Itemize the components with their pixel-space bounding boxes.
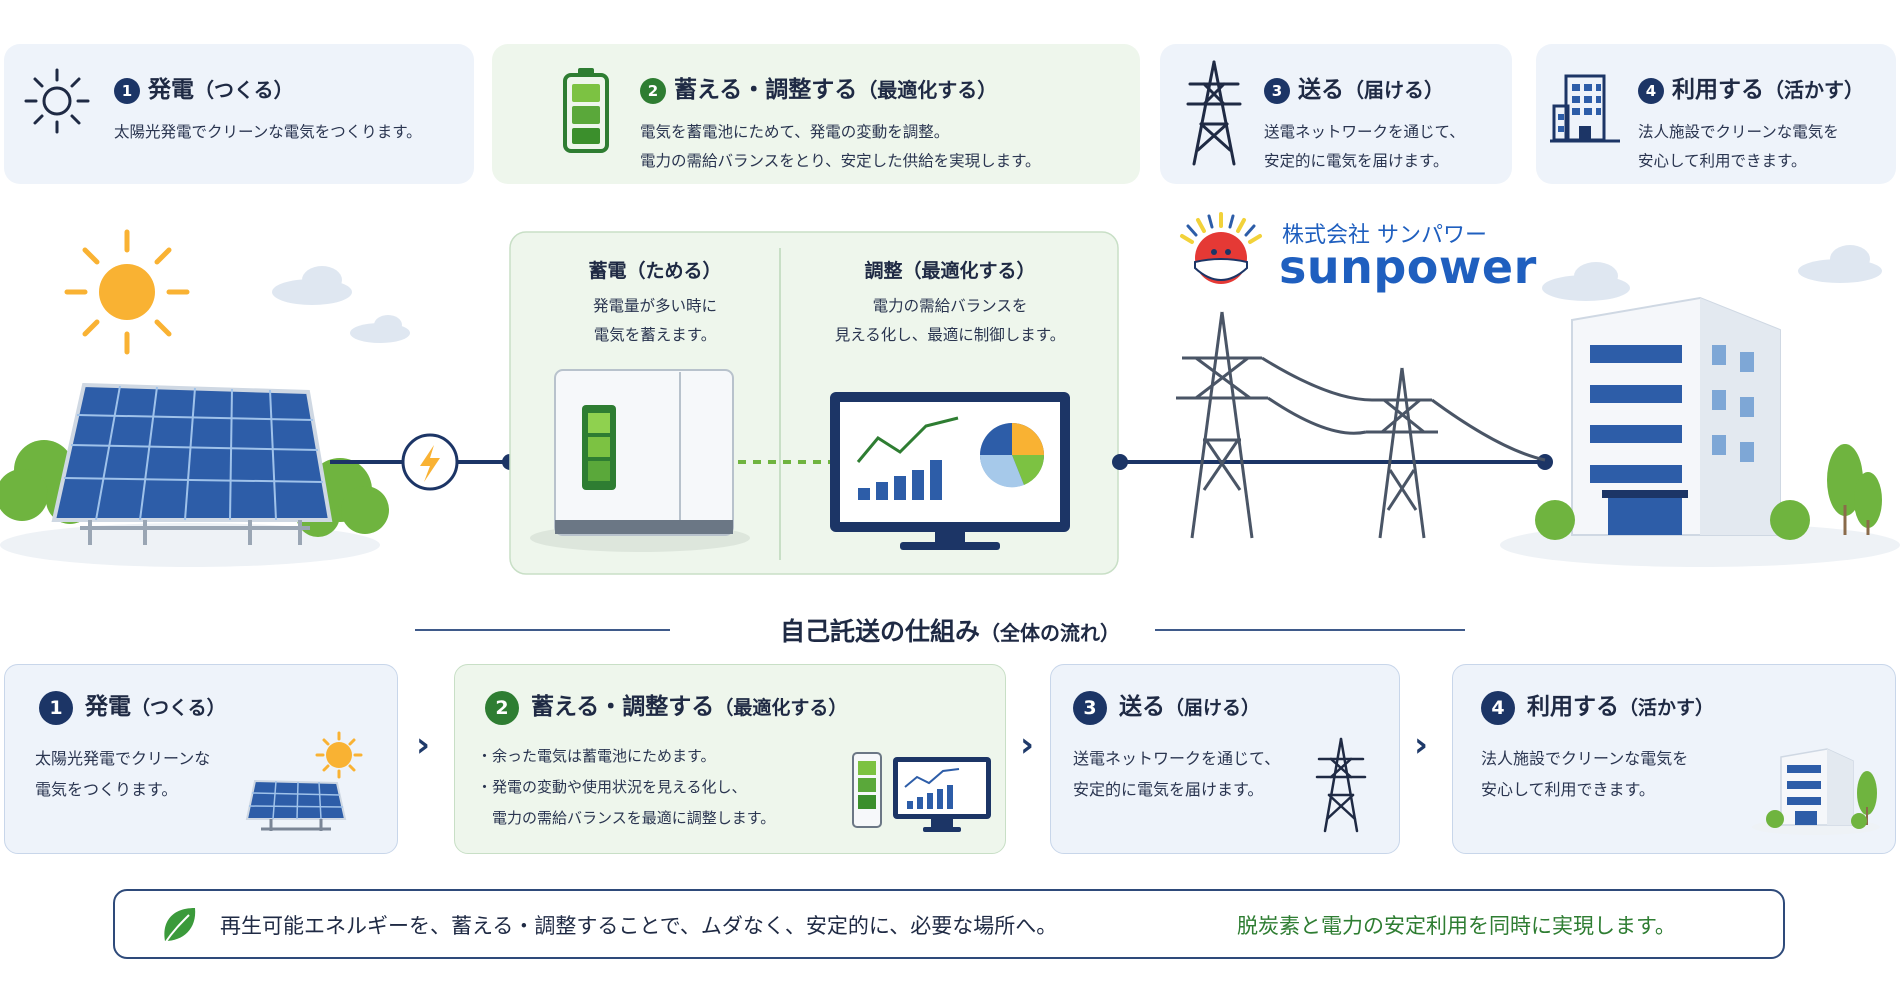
step-number-badge: 1: [39, 690, 73, 725]
bottom-step-1-desc: 太陽光発電でクリーンな 電気をつくります。: [35, 749, 211, 799]
step-number-badge: 2: [485, 690, 519, 725]
leaf-icon: [164, 908, 196, 944]
battery-icon: [563, 68, 609, 153]
flow-arrow-1: ›: [416, 725, 431, 765]
solar-panel-small-icon: [245, 731, 363, 831]
top-step-3-desc: 送電ネットワークを通じて、 安定的に電気を届けます。: [1264, 123, 1465, 170]
storage-title: 蓄電（ためる）: [588, 260, 722, 282]
transmission-tower-small-icon: [1315, 737, 1367, 833]
sun-illustration: [64, 229, 190, 355]
step-number-badge: 3: [1264, 77, 1290, 104]
bottom-step-2-desc: ・余った電気は蓄電池にためます。 ・発電の変動や使用状況を見える化し、 電力の需…: [477, 747, 776, 827]
adjust-title: 調整（最適化する）: [864, 260, 1036, 282]
transmission-towers-illustration: [1176, 311, 1546, 539]
flow-arrow-3: ›: [1414, 725, 1429, 765]
flow-title: 自己託送の仕組み（全体の流れ）: [779, 617, 1120, 646]
footer-text: 再生可能エネルギーを、蓄える・調整することで、ムダなく、安定的に、必要な場所へ。: [220, 914, 1058, 938]
step-number-badge: 2: [640, 77, 666, 104]
footer-highlight-text: 脱炭素と電力の安定利用を同時に実現します。: [1237, 914, 1676, 938]
main-illustration: [0, 229, 1900, 575]
storage-desc: 発電量が多い時に 電気を蓄えます。: [592, 297, 717, 344]
logo-company-name-jp: 株式会社 サンパワー: [1282, 223, 1487, 248]
battery-monitor-small-icon: [852, 752, 991, 832]
top-step-4-desc: 法人施設でクリーンな電気を 安心して利用できます。: [1638, 123, 1839, 170]
solar-panel-illustration: [51, 382, 333, 545]
step-number-badge: 4: [1481, 690, 1515, 725]
top-step-1-desc: 太陽光発電でクリーンな電気をつくります。: [114, 123, 422, 141]
transmission-tower-icon: [1186, 60, 1242, 166]
adjust-desc: 電力の需給バランスを 見える化し、最適に制御します。: [834, 297, 1066, 344]
sun-outline-icon: [24, 68, 90, 134]
flow-arrow-2: ›: [1020, 725, 1035, 765]
flow-title-line-left: [415, 629, 670, 631]
sunpower-logo-mark: [1180, 212, 1262, 284]
monitor-chart-illustration: [830, 392, 1070, 550]
flow-title-line-right: [1155, 629, 1465, 631]
step-number-badge: 1: [114, 77, 140, 104]
office-building-small-icon: [1752, 748, 1880, 835]
logo-company-name-en: sunpower: [1279, 240, 1537, 294]
footer-message-box: 再生可能エネルギーを、蓄える・調整することで、ムダなく、安定的に、必要な場所へ。…: [113, 889, 1785, 959]
office-building-illustration: [1571, 296, 1781, 536]
battery-cabinet-illustration: [530, 369, 750, 552]
step-number-badge: 3: [1073, 690, 1107, 725]
office-building-icon: [1550, 74, 1620, 143]
bottom-step-3-desc: 送電ネットワークを通じて、 安定的に電気を届けます。: [1073, 749, 1281, 799]
step-number-badge: 4: [1638, 77, 1664, 104]
lightning-icon: [420, 445, 440, 482]
top-step-2-desc: 電気を蓄電池にためて、発電の変動を調整。 電力の需給バランスをとり、安定した供給…: [640, 123, 1041, 170]
bottom-step-4-desc: 法人施設でクリーンな電気を 安心して利用できます。: [1481, 749, 1689, 799]
